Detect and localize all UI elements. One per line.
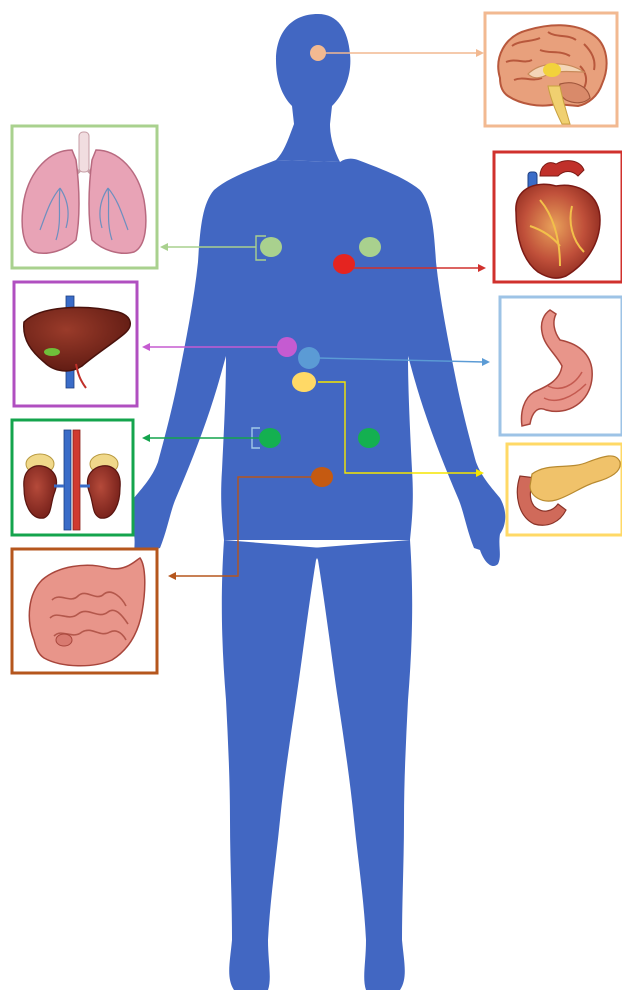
human-silhouette bbox=[129, 14, 506, 990]
liver-arrowhead bbox=[142, 343, 150, 351]
liver-marker bbox=[277, 337, 297, 357]
right-leg bbox=[312, 540, 412, 990]
lung-right-marker bbox=[359, 237, 381, 257]
liver-panel bbox=[14, 282, 137, 406]
intestine-marker bbox=[311, 467, 333, 487]
stomach-arrowhead bbox=[482, 358, 490, 366]
kidney-right-marker bbox=[358, 428, 380, 448]
head bbox=[276, 14, 350, 162]
heart-marker bbox=[333, 254, 355, 274]
stomach-panel bbox=[500, 297, 622, 435]
pancreas-marker bbox=[292, 372, 316, 392]
heart-panel bbox=[494, 152, 622, 282]
brain-marker bbox=[310, 45, 326, 61]
intestine-arrowhead bbox=[168, 572, 176, 580]
stomach-marker bbox=[298, 347, 320, 369]
kidneys-arrowhead bbox=[142, 434, 150, 442]
stomach-frame bbox=[500, 297, 622, 435]
lungs-panel bbox=[12, 126, 157, 268]
lungs-arrowhead bbox=[160, 243, 168, 251]
intestine-panel bbox=[12, 549, 157, 673]
lung-left-marker bbox=[260, 237, 282, 257]
left-leg bbox=[222, 540, 322, 990]
brain-arrowhead bbox=[476, 49, 484, 57]
brain-panel bbox=[485, 13, 617, 126]
kidneys-panel bbox=[12, 420, 133, 535]
pancreas-panel bbox=[507, 444, 622, 535]
heart-arrowhead bbox=[478, 264, 486, 272]
kidney-left-marker bbox=[259, 428, 281, 448]
